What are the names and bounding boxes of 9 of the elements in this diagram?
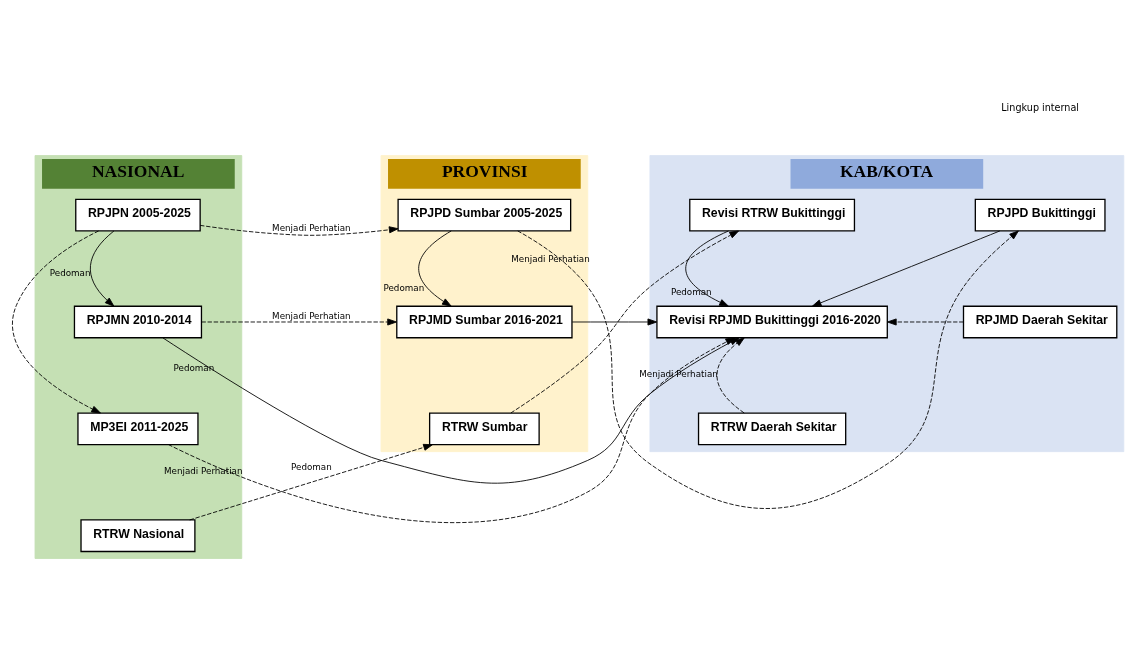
edge-label: Menjadi Perhatian [511, 253, 590, 264]
edge-label: Pedoman [49, 267, 91, 278]
label: Lingkup internal [1001, 101, 1080, 113]
edge-label: Pedoman [383, 282, 425, 293]
edge-label: Menjadi Perhatian [164, 465, 243, 476]
edge-label: Menjadi Perhatian [272, 222, 351, 233]
edge-label: Pedoman [291, 461, 332, 472]
edge-label: Menjadi Perhatian [272, 310, 351, 321]
edge-label: Menjadi Perhatian [639, 368, 718, 379]
